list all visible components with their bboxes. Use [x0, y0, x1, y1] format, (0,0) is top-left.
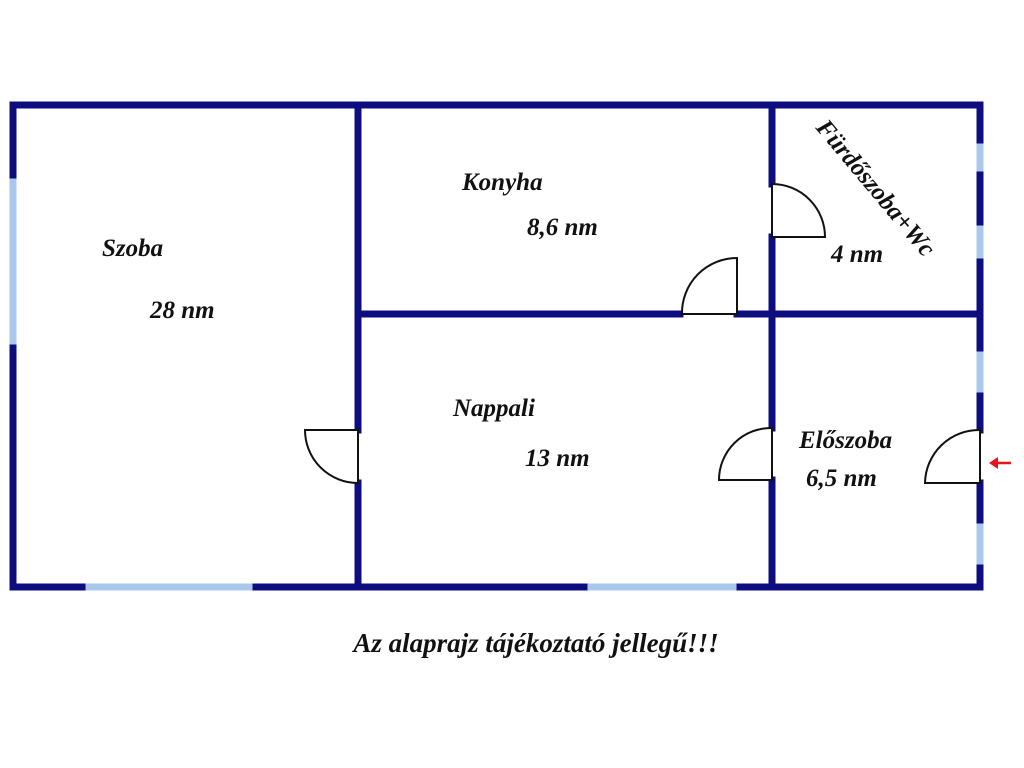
room-area-konyha: 8,6 nm [527, 214, 598, 241]
doors [303, 182, 981, 485]
caption: Az alaprajz tájékoztató jellegű!!! [351, 628, 718, 658]
door-konyha-furdo [771, 182, 827, 238]
room-name-konyha: Konyha [461, 169, 543, 196]
door-entrance [923, 428, 981, 484]
door-konyha-nappali [680, 256, 738, 315]
door-szoba-nappali [303, 429, 359, 485]
arrow-left-icon [989, 457, 1011, 469]
walls [9, 101, 984, 591]
room-name-szoba: Szoba [102, 235, 163, 262]
room-name-furdo: Fürdőszoba+Wc [810, 114, 940, 262]
room-name-nappali: Nappali [452, 395, 535, 422]
room-area-nappali: 13 nm [525, 445, 590, 472]
windows [9, 140, 984, 591]
room-name-eloszoba: Előszoba [798, 427, 892, 454]
room-area-eloszoba: 6,5 nm [806, 465, 877, 492]
room-area-szoba: 28 nm [149, 297, 215, 324]
room-area-furdo: 4 nm [830, 241, 883, 268]
door-nappali-eloszoba [717, 426, 773, 481]
